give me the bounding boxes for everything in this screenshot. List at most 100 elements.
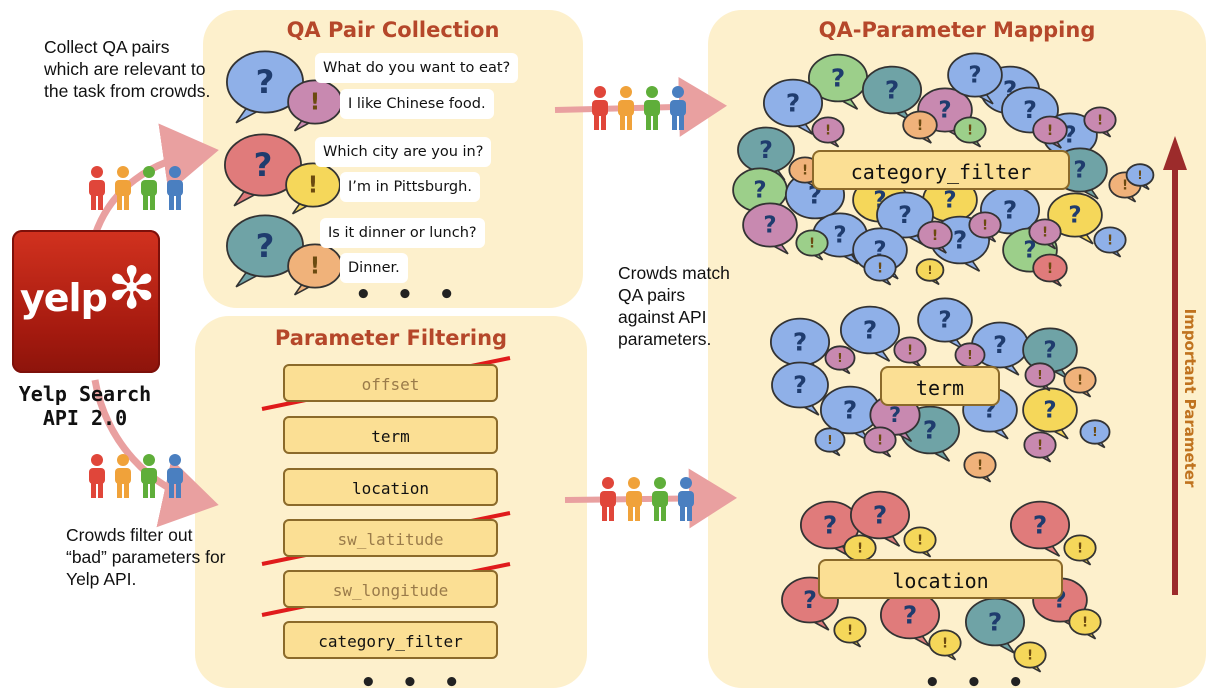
answer-bubble-icon: ! <box>963 451 997 483</box>
svg-text:?: ? <box>256 227 275 265</box>
svg-text:?: ? <box>885 75 899 104</box>
svg-text:!: ! <box>917 118 924 134</box>
answer-bubble-icon: ! <box>953 116 987 148</box>
svg-text:!: ! <box>907 343 913 358</box>
qa-question-1: What do you want to eat? <box>315 53 519 83</box>
svg-text:!: ! <box>837 351 843 365</box>
importance-axis: Important Parameter <box>1180 268 1200 528</box>
answer-bubble-icon: ! <box>814 427 846 457</box>
parameter-filtering-title: Parameter Filtering <box>274 326 508 350</box>
svg-text:?: ? <box>1003 195 1017 224</box>
answer-bubble-icon: ! <box>1079 419 1111 449</box>
svg-text:!: ! <box>967 348 973 362</box>
qa-collection-ellipsis: • • • <box>355 280 463 310</box>
param-offset: offset <box>283 364 498 402</box>
cluster-label-category-filter: category_filter <box>812 150 1070 190</box>
answer-bubble-icon: ! <box>903 526 937 558</box>
question-bubble-icon: ? <box>964 597 1026 654</box>
answer-bubble-icon: ! <box>824 345 856 375</box>
yelp-logo-text: yelp <box>20 276 108 320</box>
answer-bubble-icon: ! <box>1068 608 1102 640</box>
api-title-line1: Yelp Search <box>18 382 152 406</box>
caption-collect: Collect QA pairs which are relevant to t… <box>44 37 211 101</box>
param-term: term <box>283 416 498 454</box>
caption-match: Crowds match QA pairs against API parame… <box>618 263 730 349</box>
crowd-icon-filter-to-mapping <box>600 477 694 521</box>
svg-text:?: ? <box>1043 338 1056 364</box>
svg-text:!: ! <box>1137 168 1142 182</box>
svg-text:!: ! <box>1027 648 1033 663</box>
filtering-ellipsis: • • • <box>360 668 468 698</box>
answer-bubble-icon: ! <box>863 254 897 286</box>
api-title: Yelp Search API 2.0 <box>0 382 170 430</box>
qa-answer-bubble-icon: ! <box>287 79 343 132</box>
answer-bubble-icon: ! <box>811 116 845 148</box>
svg-text:?: ? <box>938 308 951 334</box>
svg-text:?: ? <box>953 225 967 254</box>
param-location: location <box>283 468 498 506</box>
svg-text:!: ! <box>932 228 939 244</box>
svg-text:?: ? <box>803 586 817 614</box>
question-bubble-icon: ? <box>917 297 973 350</box>
svg-text:?: ? <box>1073 158 1086 184</box>
svg-text:!: ! <box>1097 113 1103 128</box>
svg-text:?: ? <box>1023 96 1037 124</box>
question-bubble-icon: ? <box>819 385 881 442</box>
svg-text:?: ? <box>1033 510 1047 539</box>
param-sw-latitude: sw_latitude <box>283 519 498 557</box>
svg-text:?: ? <box>1068 203 1081 229</box>
svg-text:!: ! <box>310 254 320 280</box>
svg-text:?: ? <box>1023 238 1036 264</box>
qa-answer-1: I like Chinese food. <box>340 89 494 119</box>
question-bubble-icon: ? <box>771 361 829 416</box>
svg-text:!: ! <box>877 261 883 276</box>
answer-bubble-icon: ! <box>1023 431 1057 463</box>
svg-text:!: ! <box>1122 178 1128 193</box>
question-bubble-icon: ? <box>1022 387 1078 440</box>
svg-text:?: ? <box>863 315 877 344</box>
qa-question-2: Which city are you in? <box>315 137 492 167</box>
arrow-filtering-to-mapping <box>564 468 737 529</box>
question-bubble-icon: ? <box>1009 500 1071 557</box>
svg-text:?: ? <box>256 63 275 101</box>
svg-text:!: ! <box>308 173 318 199</box>
api-title-line2: API 2.0 <box>42 406 128 430</box>
yelp-logo: yelp ✻ <box>12 230 160 373</box>
svg-text:!: ! <box>1077 373 1083 388</box>
svg-text:?: ? <box>254 146 273 184</box>
svg-text:?: ? <box>843 395 857 424</box>
mapping-ellipsis: • • • <box>924 668 1032 698</box>
svg-text:?: ? <box>823 510 837 539</box>
arrow-to-collection <box>91 123 219 237</box>
answer-bubble-icon: ! <box>902 110 938 144</box>
qa-question-bubble-icon: ? <box>226 50 304 124</box>
answer-bubble-icon: ! <box>1125 163 1155 191</box>
svg-text:?: ? <box>903 600 917 629</box>
qa-question-3: Is it dinner or lunch? <box>320 218 485 248</box>
svg-text:?: ? <box>873 500 887 529</box>
answer-bubble-icon: ! <box>915 258 945 286</box>
param-category-filter: category_filter <box>283 621 498 659</box>
svg-text:!: ! <box>1047 261 1054 277</box>
svg-text:?: ? <box>833 223 846 249</box>
svg-text:!: ! <box>1037 368 1043 382</box>
svg-text:!: ! <box>802 163 808 178</box>
importance-axis-label: Important Parameter <box>1181 308 1199 488</box>
crowd-icon-filter <box>89 454 183 498</box>
qa-answer-2: I’m in Pittsburgh. <box>340 172 480 202</box>
question-bubble-icon: ? <box>849 490 911 547</box>
answer-bubble-icon: ! <box>928 629 962 661</box>
answer-bubble-icon: ! <box>1024 362 1056 392</box>
svg-text:?: ? <box>763 213 776 239</box>
svg-text:!: ! <box>942 636 948 651</box>
svg-text:!: ! <box>1037 438 1043 453</box>
importance-arrow-head <box>1163 136 1187 170</box>
svg-text:?: ? <box>988 607 1002 636</box>
question-bubble-icon: ? <box>737 126 795 181</box>
svg-text:?: ? <box>759 136 773 164</box>
answer-bubble-icon: ! <box>893 336 927 368</box>
svg-text:?: ? <box>889 403 901 427</box>
yelp-burst-icon: ✻ <box>107 256 156 321</box>
cluster-label-location: location <box>818 559 1063 599</box>
svg-text:!: ! <box>982 218 988 233</box>
